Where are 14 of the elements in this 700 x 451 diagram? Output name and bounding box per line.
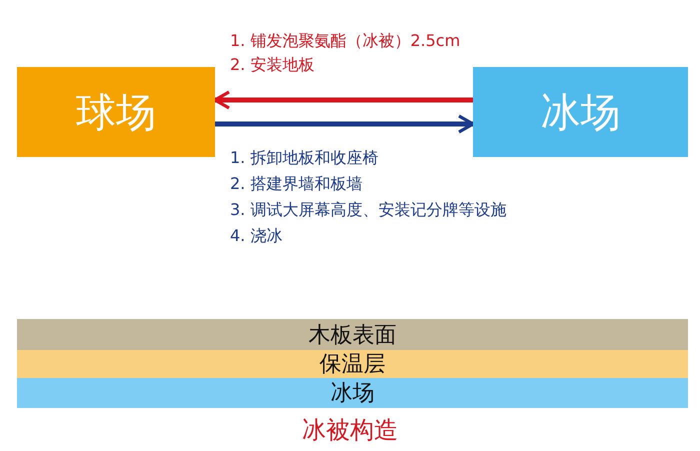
caption: 冰被构造	[301, 415, 399, 445]
step-text: 2. 安装地板	[230, 55, 314, 75]
step-text: 2. 搭建界墙和板墙	[230, 174, 362, 194]
venue-box: 球场	[17, 67, 215, 157]
arrow	[215, 114, 475, 134]
venue-box: 冰场	[473, 67, 688, 157]
arrow	[213, 90, 473, 110]
step-text: 4. 浇冰	[230, 226, 282, 246]
step-text: 3. 调试大屏幕高度、安装记分牌等设施	[230, 200, 506, 220]
layer-band: 冰场	[17, 378, 688, 408]
step-text: 1. 拆卸地板和收座椅	[230, 148, 378, 168]
layer-band: 木板表面	[17, 319, 688, 350]
layer-band: 保温层	[17, 350, 688, 378]
step-text: 1. 铺发泡聚氨酯（冰被）2.5cm	[230, 31, 460, 51]
